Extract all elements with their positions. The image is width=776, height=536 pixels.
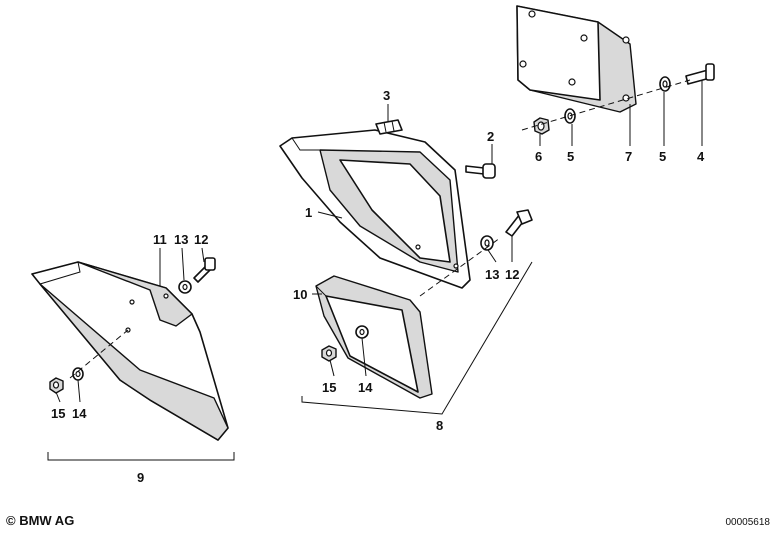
callout-15-center: 15 — [322, 380, 336, 395]
screw-part-2 — [465, 163, 496, 179]
callout-8: 8 — [436, 418, 443, 433]
callout-7: 7 — [625, 149, 632, 164]
callout-6: 6 — [535, 149, 542, 164]
leader-lines — [47, 80, 703, 461]
callout-2: 2 — [487, 129, 494, 144]
document-number: 00005618 — [725, 517, 771, 528]
callout-5-right: 5 — [659, 149, 666, 164]
callout-13-left: 13 — [174, 232, 188, 247]
mounting-plate-part-7 — [516, 5, 637, 113]
bolt-part-12-left — [193, 257, 216, 283]
callout-9: 9 — [137, 470, 144, 485]
callout-4: 4 — [697, 149, 705, 164]
callout-13-center: 13 — [485, 267, 499, 282]
callout-15-left: 15 — [51, 406, 65, 421]
assembly-axis-center — [419, 237, 501, 297]
bolt-part-12-center — [505, 209, 533, 237]
assembly-axis-left — [69, 329, 129, 379]
nut-part-15-left — [49, 377, 64, 394]
callout-12-center: 12 — [505, 267, 519, 282]
clip-part-3 — [375, 119, 403, 135]
nut-part-6 — [533, 117, 550, 135]
washer-part-14-left — [72, 367, 84, 381]
callout-14-center: 14 — [358, 380, 373, 395]
callouts: 3 2 1 4 5 7 5 6 13 12 10 15 14 8 11 13 1… — [51, 88, 705, 485]
callout-10: 10 — [293, 287, 307, 302]
washer-part-5-right — [659, 76, 671, 92]
callout-5-left: 5 — [567, 149, 574, 164]
bolt-part-4 — [685, 63, 715, 85]
nut-part-15-center — [321, 345, 337, 362]
washer-part-13-left — [178, 280, 192, 294]
washer-part-5-left — [564, 108, 576, 124]
callout-11: 11 — [153, 232, 167, 247]
callout-1: 1 — [305, 205, 312, 220]
callout-14-left: 14 — [72, 406, 87, 421]
lower-bracket-part-10 — [315, 275, 433, 399]
callout-12-left: 12 — [194, 232, 208, 247]
side-cover-part-11 — [31, 261, 229, 441]
copyright-label: © BMW AG — [6, 513, 75, 528]
main-cover-part-1 — [279, 129, 471, 289]
washer-part-14-center — [355, 325, 369, 339]
callout-3: 3 — [383, 88, 390, 103]
